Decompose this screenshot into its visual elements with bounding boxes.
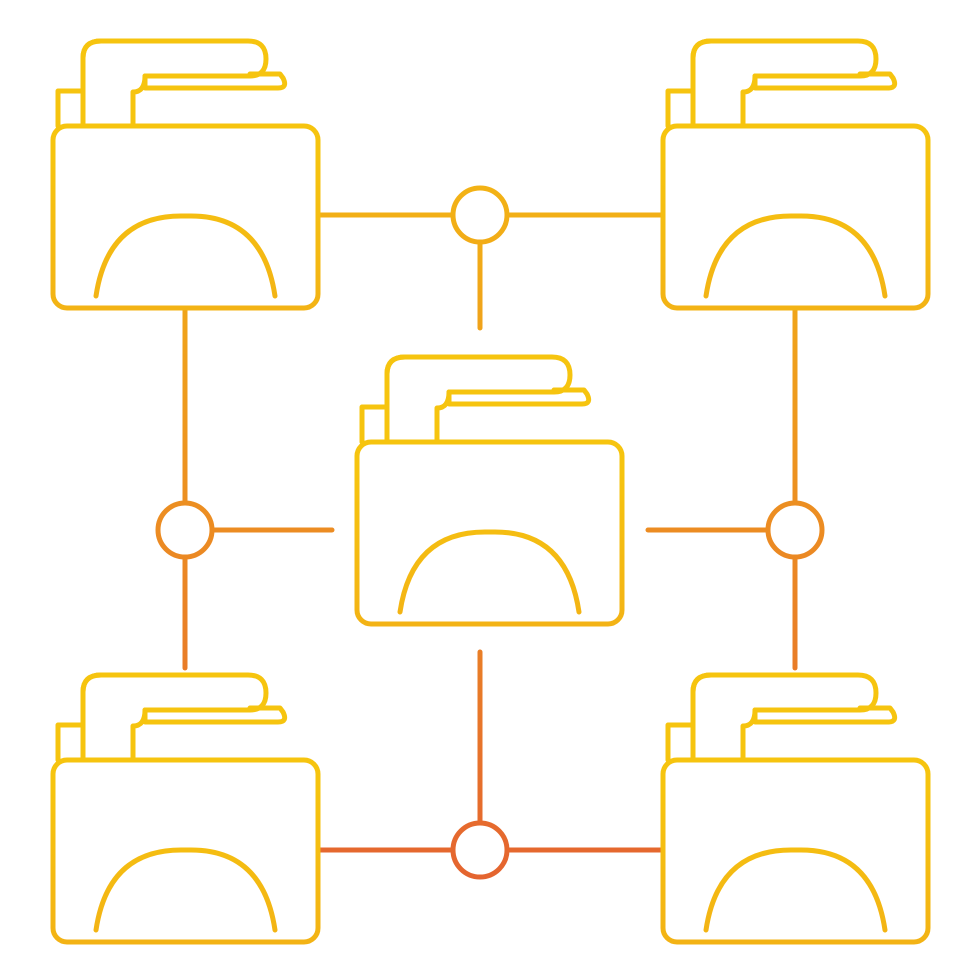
folder-bottom-left-icon [53,675,318,942]
folder-top-left-icon [53,41,318,308]
junction-right-icon [765,500,825,560]
junctions [155,185,825,880]
junction-top-icon [450,185,510,245]
folder-top-right-icon [663,41,928,308]
connector-lines [182,212,798,853]
folder-center-icon [357,357,622,624]
folder-bottom-right-icon [663,675,928,942]
junction-left-icon [155,500,215,560]
junction-bottom-icon [450,820,510,880]
